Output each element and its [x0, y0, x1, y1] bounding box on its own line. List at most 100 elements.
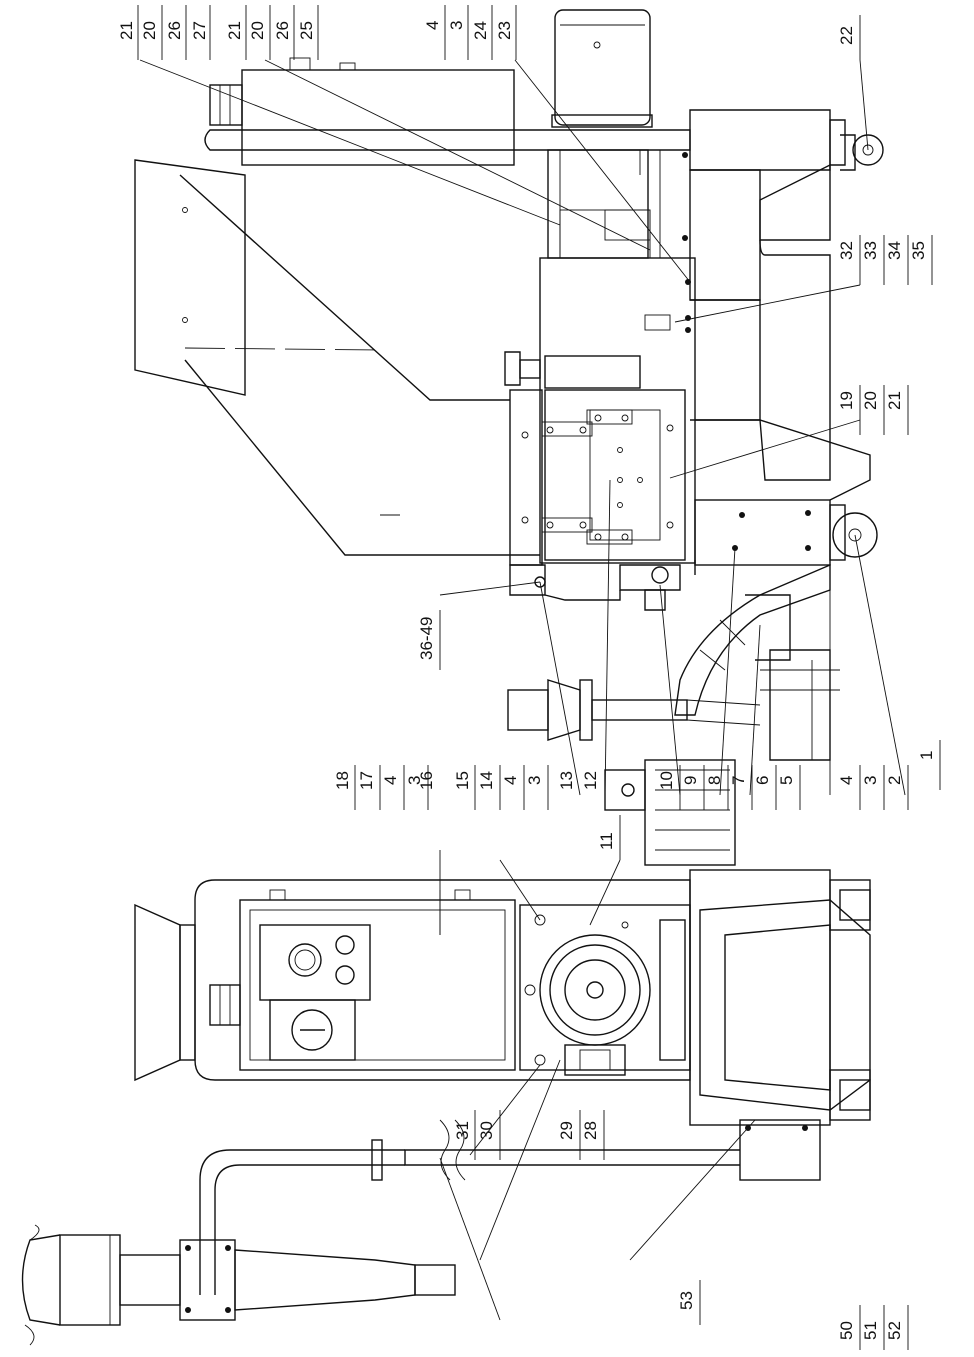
- callout-label: 4: [381, 776, 400, 785]
- frame-bar: [204, 129, 691, 151]
- callout-label: 31: [453, 1121, 472, 1140]
- callout-label: 20: [248, 21, 267, 40]
- callout-label: 3: [861, 776, 880, 785]
- cyclone-outlet: [414, 1264, 456, 1296]
- discharge-pipe: [404, 1149, 740, 1166]
- control-panel: [239, 899, 516, 1071]
- callout-label: 5: [777, 776, 796, 785]
- filter-bag: [59, 1234, 121, 1326]
- leader-lines: [139, 59, 906, 1321]
- callout-29-28: 29 28: [557, 1110, 605, 1160]
- bottom-block: [739, 1119, 821, 1181]
- body-flange: [509, 389, 543, 566]
- callout-label: 26: [273, 21, 292, 40]
- inlet-tube: [507, 689, 549, 731]
- callout-15-14-4-3: 15 14 4 3: [453, 765, 549, 810]
- small-motor-box: [604, 769, 646, 811]
- callout-label: 20: [861, 391, 880, 410]
- callout-label: 16: [417, 771, 436, 790]
- motor-flange: [551, 114, 653, 128]
- callout-32-33-34-35: 32 33 34 35: [837, 235, 933, 285]
- callout-label: 4: [423, 21, 442, 30]
- callout-label: 4: [837, 776, 856, 785]
- callout-label: 36-49: [417, 617, 436, 660]
- callout-label: 30: [477, 1121, 496, 1140]
- small-motor: [644, 759, 736, 866]
- callout-19-20-21: 19 20 21: [837, 385, 909, 435]
- callout-label: 21: [885, 391, 904, 410]
- callout-13: 13: [557, 771, 576, 790]
- callout-label: 14: [477, 771, 496, 790]
- callout-label: 19: [837, 391, 856, 410]
- callout-11: 11: [597, 815, 621, 860]
- callout-label: 21: [117, 21, 136, 40]
- callout-16: 16: [417, 771, 436, 790]
- callout-label: 1: [917, 751, 936, 760]
- hopper-front: [134, 903, 181, 1082]
- trough-frame: [689, 869, 831, 1126]
- right-frame-block: [689, 109, 831, 171]
- callout-label: 10: [657, 771, 676, 790]
- callout-label: 52: [885, 1321, 904, 1340]
- button-icon: [335, 935, 355, 955]
- callout-label: 13: [557, 771, 576, 790]
- rotary-knob-icon: [291, 1009, 333, 1051]
- callout-label: 50: [837, 1321, 856, 1340]
- callout-label: 29: [557, 1121, 576, 1140]
- lower-frame: [694, 499, 831, 566]
- pipe-clamp: [371, 1139, 383, 1181]
- cyclone-cone: [234, 1249, 416, 1311]
- callout-label: 24: [471, 21, 490, 40]
- callout-label: 4: [501, 776, 520, 785]
- callout-53: 53: [677, 1280, 701, 1325]
- front-view: [21, 869, 871, 1346]
- drive-housing: [544, 389, 686, 561]
- callout-label: 3: [447, 21, 466, 30]
- callout-label: 15: [453, 771, 472, 790]
- callout-label: 26: [165, 21, 184, 40]
- callout-label: 53: [677, 1291, 696, 1310]
- front-frame: [194, 879, 691, 1081]
- callout-10-9-8-7: 10 9 8 7: [657, 765, 753, 810]
- callout-6: 6: [753, 765, 777, 810]
- callout-label: 25: [297, 21, 316, 40]
- callout-label: 18: [333, 771, 352, 790]
- callout-label: 21: [225, 21, 244, 40]
- hopper-top: [134, 159, 246, 396]
- curved-chute: [674, 563, 831, 716]
- bottom-wheel: [832, 512, 878, 558]
- callout-22: 22: [837, 15, 861, 60]
- top-connector: [209, 84, 243, 126]
- top-wheel: [852, 134, 884, 166]
- callout-21-20-26-27: 21 20 26 27: [117, 5, 211, 60]
- callout-50-51-52: 50 51 52: [837, 1305, 909, 1350]
- callout-label: 8: [705, 776, 724, 785]
- callout-label: 32: [837, 241, 856, 260]
- callout-label: 9: [681, 776, 700, 785]
- callout-label: 17: [357, 771, 376, 790]
- horizontal-tube: [591, 699, 688, 721]
- callout-label: 33: [861, 241, 880, 260]
- callout-label: 34: [885, 241, 904, 260]
- callout-label: 20: [140, 21, 159, 40]
- callout-31-30: 31 30: [453, 1110, 501, 1160]
- callout-4-3-2: 4 3 2: [837, 765, 909, 810]
- button-icon: [335, 965, 355, 985]
- top-knob: [504, 351, 521, 386]
- main-switch-icon: [288, 943, 322, 977]
- callout-5: 5: [777, 765, 801, 810]
- callout-label: 12: [581, 771, 600, 790]
- callout-label: 2: [885, 776, 904, 785]
- callout-label: 11: [597, 832, 616, 850]
- pump-flange: [539, 934, 651, 1046]
- side-plate: [509, 564, 546, 596]
- callout-1: 1: [917, 740, 941, 790]
- callout-label: 28: [581, 1121, 600, 1140]
- callout-18-17-4-3: 18 17 4 3: [333, 765, 429, 810]
- top-control-box: [241, 69, 515, 166]
- callout-label: 23: [495, 21, 514, 40]
- rotary-switch: [269, 999, 356, 1061]
- callout-label: 3: [525, 776, 544, 785]
- callout-12: 12: [581, 771, 600, 790]
